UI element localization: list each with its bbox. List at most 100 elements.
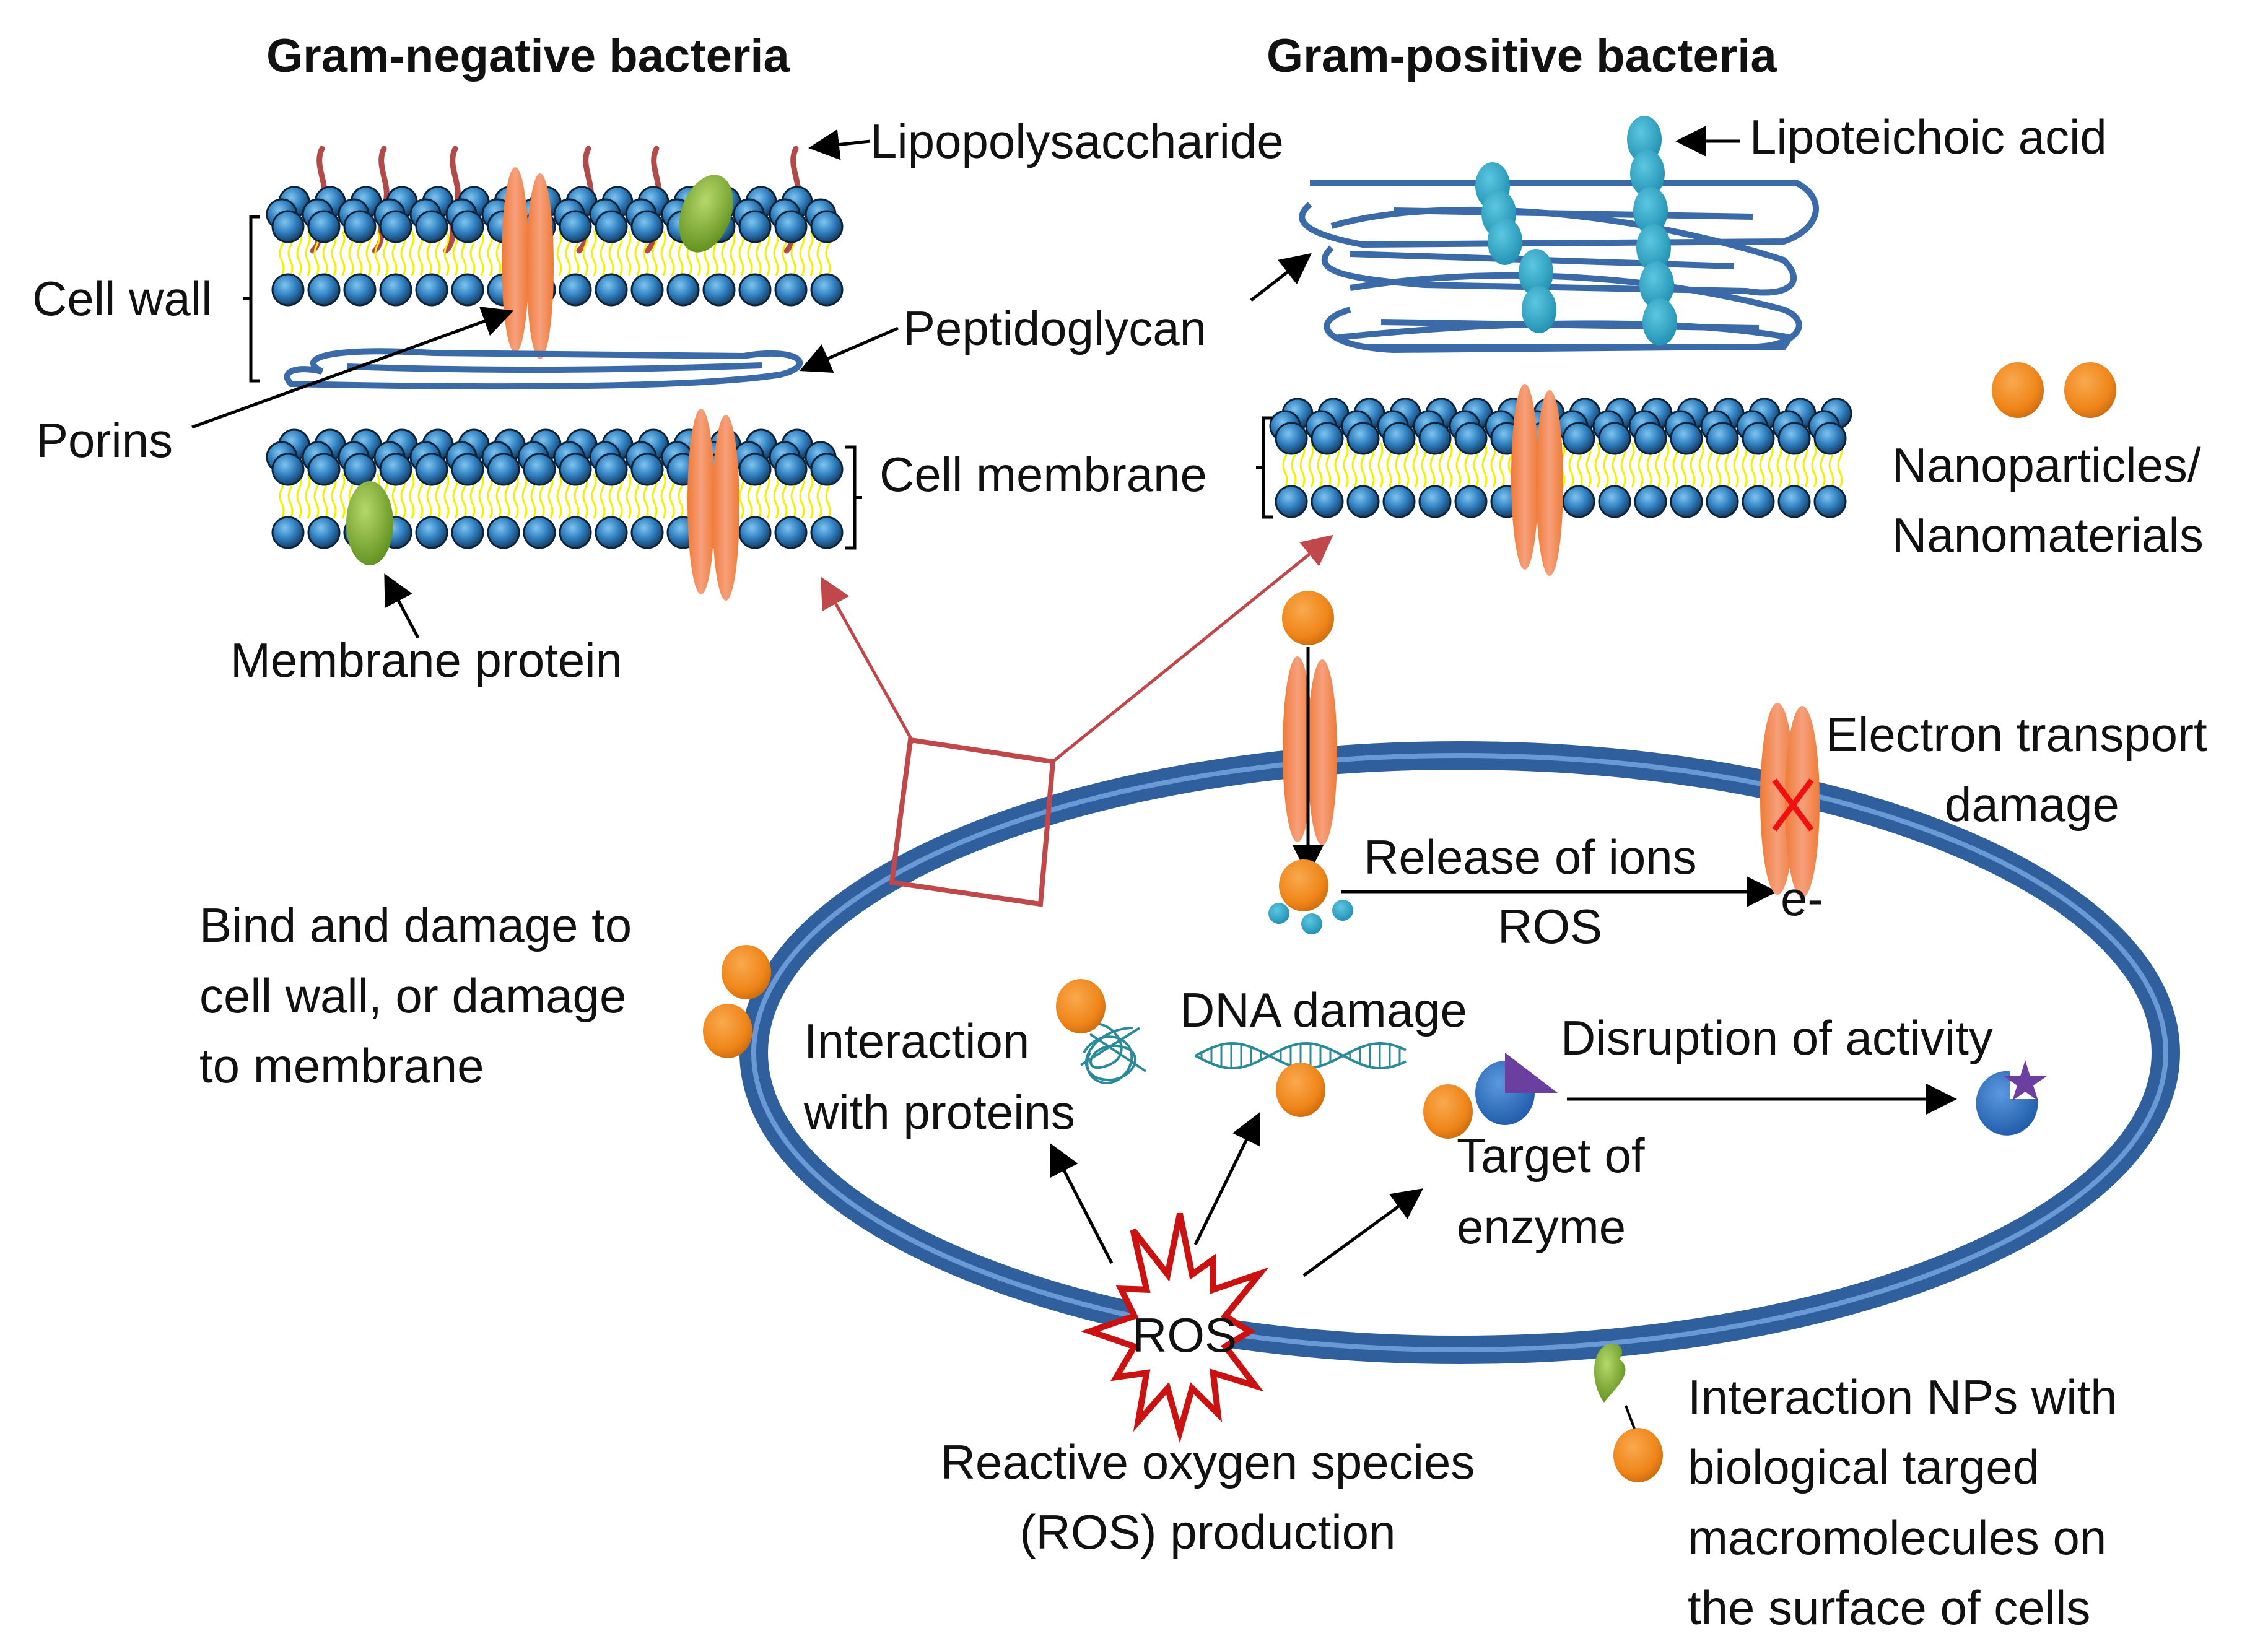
lipid-head [487,516,520,549]
label-interaction-proteins-line2: with proteins [804,1085,1075,1139]
lipid-head [702,273,736,307]
bacterial-cell [739,741,2180,1364]
lipid-head [271,210,305,243]
lipid-head [343,273,377,307]
lipid-head [415,273,448,307]
lipid-head [1706,422,1739,455]
gram-positive-structure [1250,116,1852,576]
membrane-protein-arrow [384,573,420,639]
gram-positive-porin-icon [1511,384,1563,576]
label-surface-interaction-line3: macromolecules on [1688,1510,2107,1565]
lipid-head [1670,422,1703,455]
np-entering [1282,591,1334,645]
legend-nanoparticles-line2: Nanomaterials [1892,508,2204,562]
label-lipoteichoic-acid: Lipoteichoic acid [1750,110,2107,164]
lipid-head [271,273,305,307]
lipid-head [595,516,628,549]
lipid-head [595,210,628,243]
lipid-head [451,516,484,549]
teichoic-bead [1639,261,1674,308]
lipid-head [307,453,341,486]
lipid-head [1382,422,1416,455]
lipid-head [738,273,772,307]
legend-nanoparticles-line1: Nanoparticles/ [1892,438,2201,492]
gram-negative-structure [191,129,899,639]
peptidoglycan-arrow [799,326,899,373]
lipid-head [1634,485,1667,518]
label-bind-damage-line1: Bind and damage to [199,898,632,952]
x-damage-icon [1772,778,1814,832]
gram-positive-wall [1250,116,1852,576]
lipid-head [1706,485,1739,518]
lipid-head [1562,422,1595,455]
lipid-head [1634,422,1667,455]
lipid-head [379,273,412,307]
zoom-arrow-left [821,576,915,744]
label-surface-interaction-line4: the surface of cells [1688,1580,2091,1635]
label-cell-wall: Cell wall [32,271,212,326]
inner-porin-icon [687,409,739,601]
gram-positive-title: Gram-positive bacteria [1267,30,1777,82]
label-bind-damage-line2: cell wall, or damage [199,968,627,1023]
lipid-head [379,453,412,486]
lipid-head [379,210,412,243]
ion [1332,900,1353,921]
lipid-head [1777,485,1811,518]
lipid-head [343,210,377,243]
lipid-head [307,210,341,243]
inner-membrane-bilayer [266,428,844,549]
lipid-head [307,273,341,307]
lipid-head [738,453,772,486]
np-protein [1056,979,1106,1033]
lipid-head [774,210,808,243]
lipid-head [666,273,700,307]
lipid-head [1813,422,1847,455]
np-surface [1613,1428,1663,1482]
label-target-of-enzyme-line2: enzyme [1457,1199,1626,1254]
lipid-head [1742,485,1775,518]
label-interaction-proteins-line1: Interaction [804,1014,1030,1068]
lipid-head [738,516,772,549]
peptidoglycan-layer [284,348,803,390]
surface-macromolecule-interaction [1594,1343,1663,1482]
ion [1301,913,1322,934]
lipid-head [271,453,305,486]
lipid-head [1454,485,1488,518]
porins-arrow [191,307,514,429]
surface-protein-icon [1594,1343,1626,1403]
lipid-head [523,453,556,486]
lipid-head [1275,485,1308,518]
label-cell-membrane: Cell membrane [879,447,1207,502]
lipid-head [1346,422,1380,455]
cell-membrane-bracket [845,445,862,550]
protein-icon [1076,1022,1147,1084]
label-target-of-enzyme-line1: Target of [1457,1128,1645,1183]
lipid-head [1813,485,1847,518]
lipid-head [810,273,844,307]
teichoic-bead [1630,150,1665,197]
lipid-head [1598,422,1631,455]
lipid-head [630,516,664,549]
lipid-head [774,273,808,307]
lps-arrow [808,129,871,160]
outer-membrane-bilayer [266,186,844,307]
lipid-head [559,453,592,486]
lipid-head [595,273,628,307]
lipid-head [1418,422,1452,455]
lipid-head [1670,485,1703,518]
teichoic-bead [1642,298,1677,346]
lipid-head [630,453,664,486]
lipid-head [451,273,484,307]
lipid-head [810,210,844,243]
gp-peptidoglycan-arrow [1250,253,1312,302]
label-porins: Porins [36,413,173,468]
lipid-head [1311,422,1344,455]
label-ros-burst: ROS [1132,1308,1237,1362]
outer-membrane-protein-icon [679,175,733,253]
lipid-head [1275,422,1308,455]
star-icon [2004,1060,2047,1101]
lipid-head [774,453,808,486]
lipid-head [1777,422,1811,455]
lipid-head [343,453,377,486]
lipid-head [810,453,844,486]
